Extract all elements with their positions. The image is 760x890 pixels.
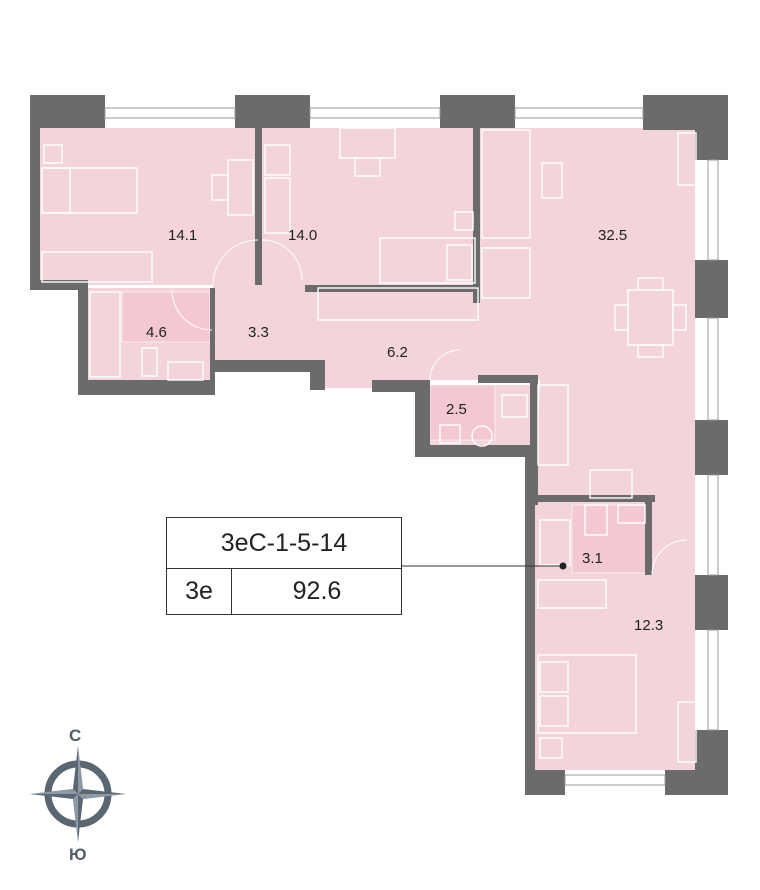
apartment-info-box: 3еС-1-5-14 3е 92.6 [166, 517, 402, 615]
compass-north-label: С [69, 726, 82, 745]
apartment-total-area: 92.6 [292, 577, 342, 605]
furniture [41, 127, 697, 763]
room-area-bathroom-west: 4.6 [146, 324, 167, 341]
compass-icon [30, 746, 126, 842]
room-area-bedroom-south: 12.3 [634, 617, 663, 634]
room-area-living-kitchen: 32.5 [598, 227, 627, 244]
room-area-bedroom-middle: 14.0 [288, 227, 317, 244]
walls [30, 95, 728, 795]
door-swings [171, 239, 688, 576]
compass-south-label: Ю [69, 845, 87, 864]
leader-line [402, 562, 567, 570]
windows [104, 107, 719, 786]
room-area-corridor: 6.2 [387, 344, 408, 361]
room-fills [40, 128, 695, 770]
room-area-wc: 2.5 [446, 401, 467, 418]
room-area-hall-small: 3.3 [248, 324, 269, 341]
tile-areas [121, 291, 648, 574]
room-area-bedroom-west: 14.1 [168, 227, 197, 244]
room-area-bathroom-east: 3.1 [582, 550, 603, 567]
apartment-code: 3еС-1-5-14 [167, 518, 401, 569]
apartment-type: 3е [167, 568, 232, 615]
